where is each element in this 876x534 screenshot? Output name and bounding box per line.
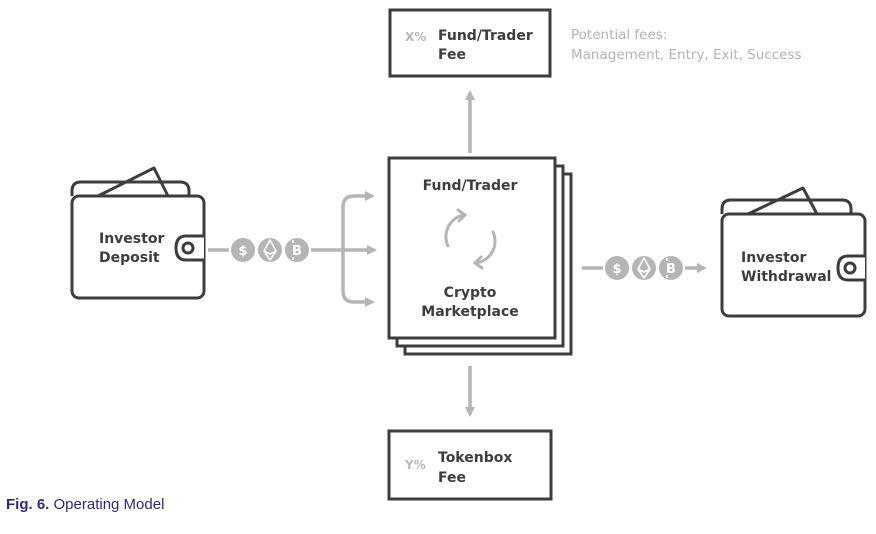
bitcoin-coin-icon: [657, 254, 685, 282]
deposit-wallet-icon: [70, 166, 206, 300]
dollar-coin-symbol: $: [238, 244, 247, 259]
figure-caption: Fig. 6. Operating Model: [6, 496, 164, 513]
figure-title: Operating Model: [53, 496, 165, 513]
deposit-coins: $ B: [208, 236, 311, 264]
fund-fee-label-line2: Fee: [438, 47, 466, 63]
tokenbox-fee-label-line1: Tokenbox: [438, 450, 512, 466]
tokenbox-fee-box-border: [387, 429, 553, 501]
figure-number: Fig. 6.: [6, 496, 50, 513]
center-bottom-line2: Marketplace: [421, 304, 518, 320]
deposit-branch-arrows: [311, 191, 377, 307]
center-top-label: Fund/Trader: [423, 178, 518, 194]
bitcoin-coin-icon: [283, 236, 311, 264]
investor-withdrawal-wallet: Investor Withdrawal: [720, 186, 867, 318]
dollar-coin-symbol: $: [612, 262, 621, 277]
tokenbox-fee-label-line2: Fee: [438, 470, 466, 486]
fees-note-line2: Management, Entry, Exit, Success: [571, 47, 802, 63]
tokenbox-fee-percent: Y%: [404, 458, 426, 472]
withdrawal-label-line2: Withdrawal: [741, 269, 831, 285]
withdrawal-coins: $ B: [582, 254, 707, 282]
stack-layer-front: [387, 156, 557, 340]
fund-trader-marketplace-stack: Fund/Trader Crypto Marketplace: [387, 156, 573, 356]
deposit-label-line1: Investor: [99, 231, 164, 247]
withdrawal-wallet-icon: [720, 186, 867, 318]
bitcoin-coin-symbol: B: [292, 244, 302, 259]
withdrawal-label-line1: Investor: [741, 250, 806, 266]
refresh-cycle-icon: [444, 208, 497, 270]
investor-deposit-wallet: Investor Deposit: [70, 166, 206, 300]
fund-fee-percent: X%: [405, 30, 426, 44]
tokenbox-fee-box: Y% Tokenbox Fee: [387, 429, 553, 501]
ether-glyph: [637, 257, 651, 279]
fund-trader-fee-box: X% Fund/Trader Fee: [388, 8, 552, 78]
fund-fee-label-line1: Fund/Trader: [438, 28, 533, 44]
center-bottom-line1: Crypto: [444, 285, 497, 301]
deposit-label-line2: Deposit: [99, 250, 160, 266]
fees-note-line1: Potential fees:: [571, 27, 667, 43]
fund-fee-box-border: [388, 8, 552, 78]
bitcoin-coin-symbol: B: [666, 262, 676, 277]
ether-glyph: [263, 239, 277, 261]
